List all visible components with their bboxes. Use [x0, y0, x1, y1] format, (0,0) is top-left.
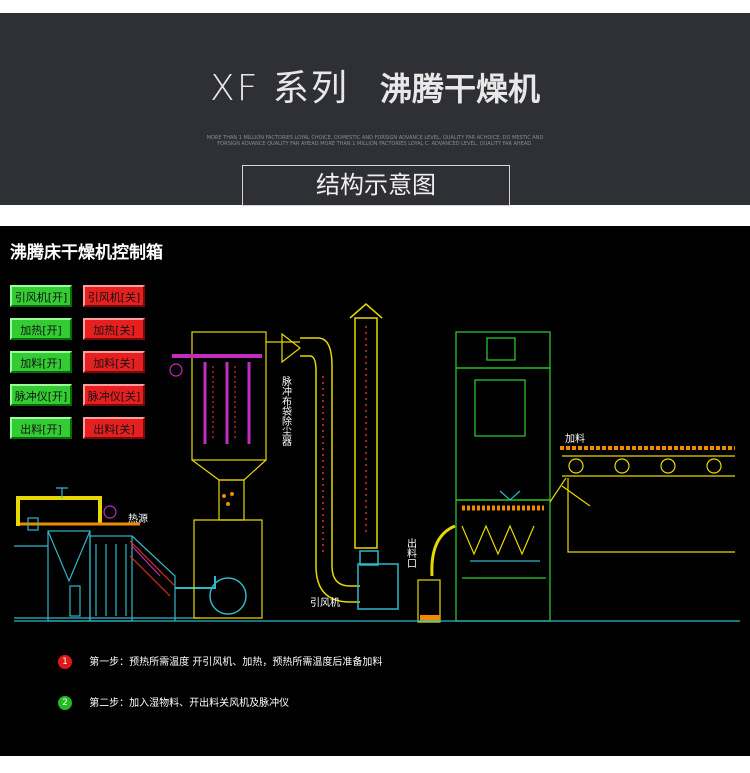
step-1-text: 第一步：预热所需温度 开引风机、加热，预热所需温度后准备加料	[89, 657, 383, 668]
feed-label: 加料	[565, 432, 585, 445]
product-name: 沸腾干燥机	[379, 70, 540, 108]
pulse-on-button[interactable]: 脉冲仪[开]	[10, 384, 72, 406]
dryer-schematic: 脉冲布袋除尘器 热源 出料口 引风机 加料	[14, 303, 740, 623]
step-2-text: 第二步：加入湿物料、开出料关风机及脉冲仪	[89, 698, 290, 709]
feed-conveyor	[14, 446, 740, 622]
step-2-marker: 2	[58, 696, 72, 710]
heat-off-button[interactable]: 加热[关]	[83, 318, 145, 340]
header-fine-print: MORE THAN 1 MILLION FACTORIES LOYAL CHOI…	[206, 135, 544, 147]
fan-label: 引风机	[310, 596, 340, 609]
feed-on-button[interactable]: 加料[开]	[10, 351, 72, 373]
dust-collector-label: 脉冲布袋除尘器	[280, 375, 292, 447]
section-label: 结构示意图	[242, 165, 510, 206]
fan-off-button[interactable]: 引风机[关]	[83, 285, 145, 307]
header-banner: XF 系列 沸腾干燥机 MORE THAN 1 MILLION FACTORIE…	[0, 13, 750, 206]
panel-title: 沸腾床干燥机控制箱	[10, 243, 163, 263]
series-name: XF 系列	[210, 68, 349, 109]
discharge-off-button[interactable]: 出料[关]	[83, 417, 145, 439]
step-1-marker: 1	[58, 655, 72, 669]
heat-on-button[interactable]: 加热[开]	[10, 318, 72, 340]
fluid-bed-dryer	[417, 331, 551, 623]
fan-on-button[interactable]: 引风机[开]	[10, 285, 72, 307]
outlet-label: 出料口	[405, 537, 417, 568]
heat-source-unit	[14, 487, 216, 622]
page-title: XF 系列 沸腾干燥机	[0, 59, 750, 111]
feed-off-button[interactable]: 加料[关]	[83, 351, 145, 373]
dust-collector	[169, 331, 301, 619]
step-1: 1 第一步：预热所需温度 开引风机、加热，预热所需温度后准备加料	[58, 653, 382, 669]
step-2: 2 第二步：加入湿物料、开出料关风机及脉冲仪	[58, 694, 289, 710]
heat-source-label: 热源	[128, 512, 148, 525]
pulse-off-button[interactable]: 脉冲仪[关]	[83, 384, 145, 406]
discharge-on-button[interactable]: 出料[开]	[10, 417, 72, 439]
air-duct	[300, 303, 399, 610]
control-panel: 沸腾床干燥机控制箱 引风机[开] 引风机[关] 加热[开] 加热[关] 加料[开…	[0, 226, 750, 756]
